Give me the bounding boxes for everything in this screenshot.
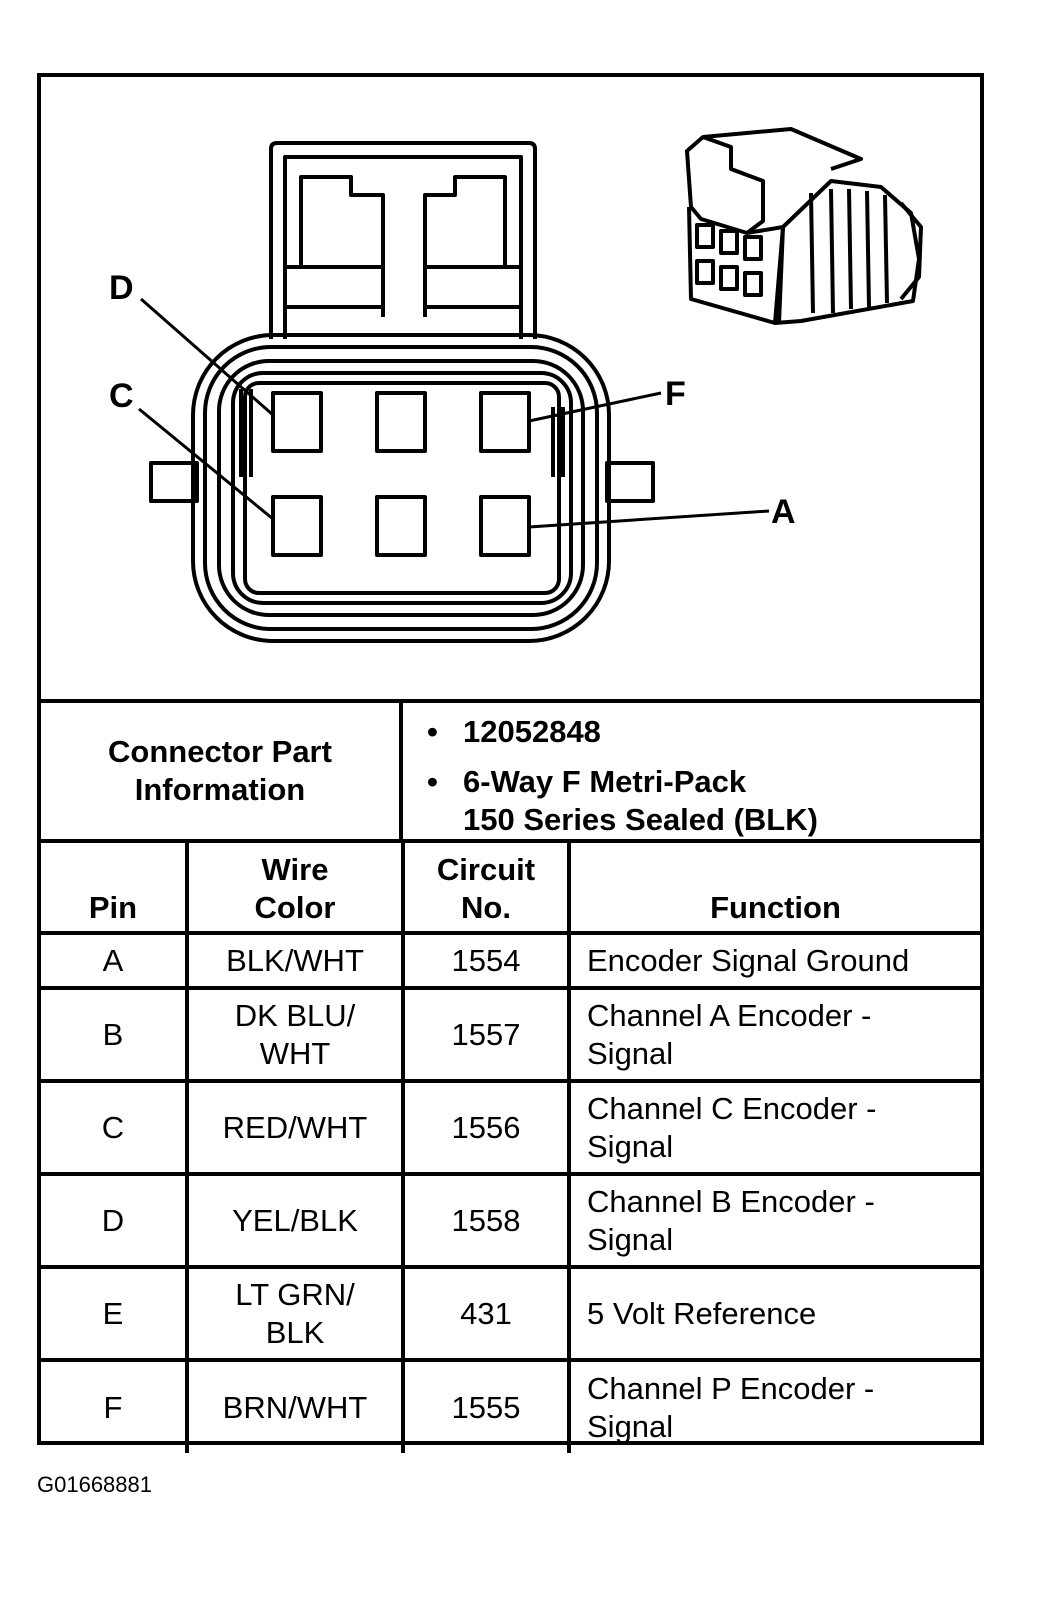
header-wire-color: Wire Color [185,843,405,935]
diagram-frame: D C F A Connector Part Information [37,73,984,1453]
connector-info-label-line2: Information [134,772,306,807]
part-number-item: • 12052848 [427,713,980,751]
circuit-cell: 1558 [401,1172,571,1269]
part-number: 12052848 [463,714,601,749]
pin-cavity-bottom-middle [375,495,427,557]
pin-cavity-c [271,495,323,557]
pin-cavity-a [479,495,531,557]
pin-cell: A [41,931,189,990]
connector-part-information: Connector Part Information • 12052848 • … [41,699,980,843]
wire-color-cell: RED/WHT [185,1079,405,1176]
wire-color-cell: YEL/BLK [185,1172,405,1269]
connector-ear-left [149,461,199,503]
pin-cell: B [41,986,189,1083]
pin-cell: F [41,1358,189,1453]
callout-label-f: F [665,375,686,413]
connector-description-item: • 6-Way F Metri-Pack 150 Series Sealed (… [427,763,980,839]
function-cell: Channel C Encoder -Signal [567,1079,980,1176]
connector-info-label-line1: Connector Part [108,734,332,769]
connector-lock-tab [269,141,537,339]
pin-cell: E [41,1265,189,1362]
wire-color-cell: LT GRN/BLK [185,1265,405,1362]
pin-table-header-row: Pin Wire Color Circuit No. Function [41,843,980,935]
pin-cavity-d [271,391,323,453]
header-function: Function [567,843,980,935]
circuit-cell: 1554 [401,931,571,990]
connector-info-label: Connector Part Information [41,703,403,839]
connector-body [191,333,611,643]
connector-description-line2: 150 Series Sealed (BLK) [463,802,818,837]
wire-color-cell: DK BLU/WHT [185,986,405,1083]
connector-ear-right [605,461,655,503]
function-cell: 5 Volt Reference [567,1265,980,1362]
wire-color-cell: BRN/WHT [185,1358,405,1453]
figure-id: G01668881 [37,1472,152,1497]
bullet-icon: • [427,764,438,799]
pin-cavity-f [479,391,531,453]
pin-cell: C [41,1079,189,1176]
function-cell: Channel P Encoder -Signal [567,1358,980,1453]
circuit-cell: 1555 [401,1358,571,1453]
circuit-cell: 431 [401,1265,571,1362]
function-cell: Channel B Encoder -Signal [567,1172,980,1269]
connector-diagram: D C F A [109,127,923,643]
circuit-cell: 1557 [401,986,571,1083]
connector-3d-illustration [685,127,923,325]
function-cell: Encoder Signal Ground [567,931,980,990]
connector-info-values: • 12052848 • 6-Way F Metri-Pack 150 Seri… [403,703,980,839]
callout-label-a: A [771,493,796,531]
wire-color-cell: BLK/WHT [185,931,405,990]
connector-description-line1: 6-Way F Metri-Pack [463,764,747,799]
header-pin: Pin [41,843,189,935]
callout-leaders [138,297,770,529]
header-circuit-no: Circuit No. [401,843,571,935]
circuit-cell: 1556 [401,1079,571,1176]
pin-cavity-top-middle [375,391,427,453]
pin-cavities [271,391,531,557]
pin-cell: D [41,1172,189,1269]
callout-label-d: D [109,269,134,307]
function-cell: Channel A Encoder -Signal [567,986,980,1083]
bullet-icon: • [427,714,438,749]
callout-label-c: C [109,377,134,415]
